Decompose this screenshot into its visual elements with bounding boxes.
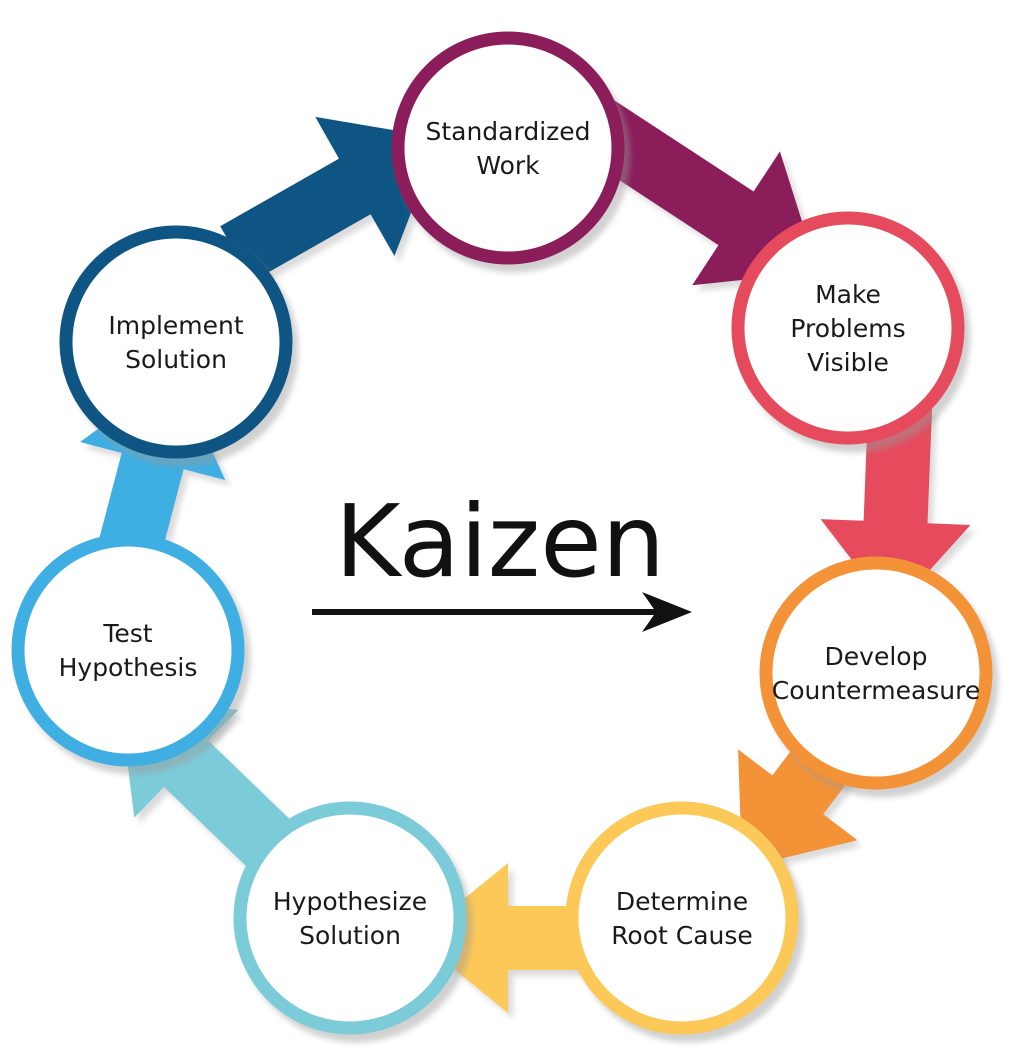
diagram-title: Kaizen xyxy=(335,483,665,600)
title-arrow xyxy=(312,592,692,632)
step-label-line: Hypothesize xyxy=(273,887,427,916)
step-circle xyxy=(11,533,245,767)
step-label-line: Hypothesis xyxy=(59,653,198,682)
step-circle xyxy=(759,556,993,790)
step-label-line: Make xyxy=(815,280,881,309)
arrow-body xyxy=(568,93,818,286)
arrow-standardized-work-to-make-problems-visible xyxy=(568,93,823,292)
title-arrow-head xyxy=(642,592,692,632)
step-label-line: Develop xyxy=(825,642,928,671)
step-label-line: Solution xyxy=(299,921,401,950)
step-circle xyxy=(233,801,467,1035)
arrow-determine-root-cause-to-hypothesize-solution xyxy=(416,863,587,1019)
arrow-implement-solution-to-standardized-work xyxy=(220,116,445,288)
step-label-line: Solution xyxy=(125,345,227,374)
step-label-line: Implement xyxy=(108,311,244,340)
step-circle xyxy=(391,31,625,265)
step-circle xyxy=(731,211,965,445)
step-circle xyxy=(59,225,293,459)
step-label-line: Root Cause xyxy=(611,921,753,950)
step-label-line: Test xyxy=(102,619,152,648)
arrow-body xyxy=(220,116,440,282)
step-label-line: Problems xyxy=(790,314,905,343)
step-label-line: Work xyxy=(476,151,540,180)
step-label-line: Determine xyxy=(616,887,748,916)
step-label-line: Countermeasure xyxy=(772,676,981,705)
arrow-body xyxy=(416,863,582,1013)
step-label-line: Standardized xyxy=(425,117,590,146)
step-circle xyxy=(565,801,799,1035)
step-label-line: Visible xyxy=(807,348,889,377)
